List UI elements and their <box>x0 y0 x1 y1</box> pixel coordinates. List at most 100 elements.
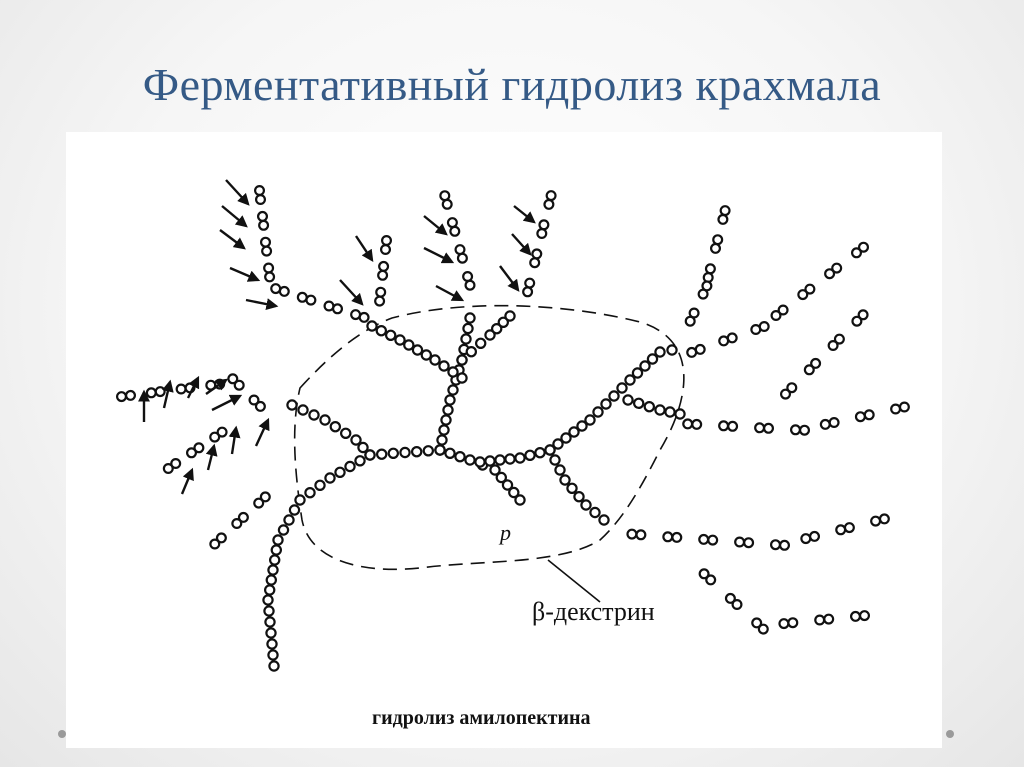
glucose-residue-icon <box>778 539 790 551</box>
glucose-residue-icon <box>475 337 487 349</box>
glucose-residue-icon <box>762 422 774 434</box>
glucose-residue-icon <box>800 533 812 545</box>
arrow-icon <box>221 205 248 228</box>
glucose-residue-icon <box>186 447 198 459</box>
glucose-residue-icon <box>734 536 746 548</box>
glucose-residue-icon <box>439 190 451 202</box>
glucose-residue-icon <box>215 532 227 544</box>
glucose-residue-icon <box>209 431 221 443</box>
glucose-residue-icon <box>253 497 265 509</box>
glucose-residue-icon <box>272 534 284 546</box>
glucose-residue-icon <box>633 397 645 409</box>
glucose-residue-icon <box>504 310 516 322</box>
glucose-residue-icon <box>305 294 317 306</box>
glucose-residue-icon <box>462 322 474 335</box>
glucose-residue-icon <box>115 391 127 403</box>
glucose-residue-icon <box>524 449 536 461</box>
glucose-residue-icon <box>294 494 306 506</box>
glucose-residue-icon <box>731 598 743 610</box>
glucose-residue-icon <box>267 649 279 661</box>
arrow-icon <box>423 246 455 264</box>
glucose-residue-icon <box>664 406 676 418</box>
glucose-residue-icon <box>786 382 798 394</box>
glucose-residue-icon <box>377 269 389 281</box>
glucose-residue-icon <box>534 447 546 459</box>
glucose-residue-icon <box>833 333 845 345</box>
glucose-residue-icon <box>898 401 910 413</box>
glucose-residue-icon <box>797 289 809 301</box>
glucose-residue-icon <box>589 506 601 519</box>
glucose-residue-icon <box>170 458 182 470</box>
glucose-residue-icon <box>778 618 790 630</box>
glucose-residue-icon <box>193 442 205 454</box>
glucose-residue-icon <box>248 394 260 406</box>
glucose-residue-icon <box>851 315 863 327</box>
glucose-residue-icon <box>209 538 221 550</box>
glucose-residue-icon <box>447 384 459 396</box>
glucose-residue-icon <box>375 286 387 298</box>
glucose-residue-icon <box>635 529 647 541</box>
arrow-icon <box>161 379 174 409</box>
glucose-residue-icon <box>504 453 516 465</box>
glucose-residue-icon <box>394 334 406 346</box>
arrow-icon <box>186 375 200 399</box>
arrow-icon <box>228 425 241 455</box>
glucose-residue-icon <box>814 614 826 626</box>
glucose-residue-icon <box>554 464 566 476</box>
arrow-icon <box>205 378 228 395</box>
glucose-residue-icon <box>350 434 362 446</box>
arrow-icon <box>225 179 250 206</box>
glucose-residue-icon <box>697 288 709 300</box>
glucose-residue-icon <box>324 472 336 484</box>
glucose-residue-icon <box>529 257 541 269</box>
glucose-residue-icon <box>549 454 561 466</box>
glucose-residue-icon <box>434 444 446 456</box>
glucose-residue-icon <box>544 444 556 456</box>
glucose-residue-icon <box>270 544 282 556</box>
glucose-residue-icon <box>441 198 453 210</box>
figure-caption: гидролиз амилопектина <box>372 707 591 729</box>
glucose-residue-icon <box>357 441 369 454</box>
glucose-residue-icon <box>573 491 585 503</box>
glucose-residue-icon <box>380 244 392 256</box>
glucose-residue-icon <box>456 252 468 264</box>
glucose-residue-icon <box>576 420 588 432</box>
glucose-residue-icon <box>646 353 659 365</box>
glucose-residue-icon <box>286 399 298 411</box>
glucose-residue-icon <box>259 491 271 503</box>
arrow-icon <box>513 205 536 224</box>
slide-title: Ферментативный гидролиз крахмала <box>142 59 882 110</box>
glucose-residue-icon <box>438 360 450 372</box>
glucose-residue-icon <box>600 398 612 410</box>
glucose-residue-icon <box>718 335 730 347</box>
glucose-residue-icon <box>420 349 432 361</box>
glucose-residue-icon <box>857 241 869 253</box>
glucose-residue-icon <box>705 574 717 586</box>
arrow-icon <box>211 394 243 412</box>
glucose-residue-icon <box>378 260 390 272</box>
glucose-residue-icon <box>717 213 729 225</box>
glucose-residue-icon <box>231 517 243 529</box>
glucose-residue-icon <box>374 295 386 307</box>
glucose-residue-icon <box>854 411 866 423</box>
glucose-residue-icon <box>462 271 474 283</box>
glucose-residue-icon <box>808 530 820 542</box>
glucose-residue-icon <box>263 605 275 617</box>
glucose-residue-icon <box>691 418 703 430</box>
glucose-residue-icon <box>743 537 755 549</box>
label-beta-dextrin: β-декстрин <box>532 597 655 626</box>
glucose-residue-icon <box>494 454 506 466</box>
glucose-residue-icon <box>266 638 278 650</box>
glucose-residue-icon <box>624 374 636 386</box>
glucose-residue-icon <box>514 452 526 464</box>
glucose-residue-icon <box>584 414 596 426</box>
glucose-residue-icon <box>267 564 279 576</box>
glucose-residue-icon <box>314 479 326 491</box>
glucose-residue-icon <box>704 263 716 275</box>
glucose-residue-icon <box>385 329 397 341</box>
glucose-residue-icon <box>674 408 686 420</box>
glucose-residue-icon <box>381 235 393 247</box>
glucose-residue-icon <box>777 304 789 316</box>
glucose-residue-icon <box>643 401 656 413</box>
glucose-residue-icon <box>288 504 301 516</box>
